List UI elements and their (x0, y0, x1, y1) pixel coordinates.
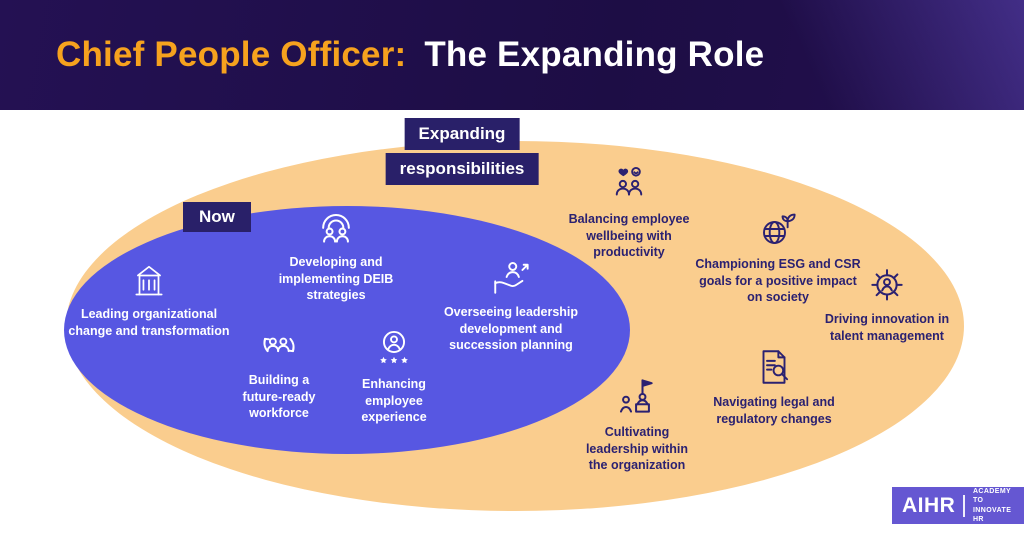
expanding-responsibilities-badge: Expanding responsibilities (385, 118, 539, 185)
building-icon (130, 262, 168, 300)
list-item: Enhancing employee experience (350, 328, 438, 426)
title-highlight: Chief People Officer: (56, 35, 407, 74)
badge-line: responsibilities (385, 153, 539, 185)
list-item: Driving innovation in talent management (823, 261, 951, 344)
talent-gear-person-icon (865, 261, 909, 305)
list-item: Cultivating leadership within the organi… (577, 374, 697, 474)
now-ellipse (64, 206, 630, 454)
header-banner: Chief People Officer: The Expanding Role (0, 0, 1024, 110)
page-title: Chief People Officer: The Expanding Role (56, 35, 764, 75)
leadership-flag-icon (615, 374, 659, 418)
item-label: Leading organizational change and transf… (68, 307, 230, 338)
list-item: Balancing employee wellbeing with produc… (560, 163, 698, 261)
item-label: Overseeing leadership development and su… (443, 305, 579, 352)
logo-divider (963, 494, 965, 517)
list-item: Championing ESG and CSR goals for a posi… (694, 208, 862, 306)
logo-brand: AIHR (902, 493, 956, 517)
list-item: Navigating legal and regulatory changes (700, 346, 848, 427)
item-label: Navigating legal and regulatory changes (713, 395, 835, 426)
logo-tagline: ACADEMY TO INNOVATE HR (973, 487, 1014, 525)
item-label: Balancing employee wellbeing with produc… (568, 212, 690, 259)
item-label: Championing ESG and CSR goals for a posi… (695, 257, 861, 304)
legal-document-magnifier-icon (753, 346, 795, 388)
badge-line: Expanding (404, 118, 520, 150)
list-item: Overseeing leadership development and su… (435, 256, 587, 354)
item-label: Enhancing employee experience (361, 377, 427, 424)
title-rest: The Expanding Role (424, 35, 765, 74)
item-label: Building a future-ready workforce (242, 373, 316, 420)
leadership-development-icon (490, 256, 532, 298)
employee-experience-icon (373, 328, 415, 370)
item-label: Developing and implementing DEIB strateg… (278, 255, 394, 302)
item-label: Driving innovation in talent management (824, 312, 950, 343)
list-item: Leading organizational change and transf… (66, 262, 232, 339)
esg-globe-plant-icon (757, 208, 799, 250)
aihr-logo: AIHR ACADEMY TO INNOVATE HR (892, 487, 1024, 524)
logo-tagline-line: ACADEMY TO (972, 487, 1012, 505)
workforce-refresh-icon (258, 324, 300, 366)
list-item: Building a future-ready workforce (231, 324, 327, 422)
item-label: Cultivating leadership within the organi… (585, 425, 689, 472)
logo-tagline-line: INNOVATE HR (972, 506, 1012, 523)
wellbeing-people-icon (608, 163, 650, 205)
deib-rainbow-people-icon (314, 204, 358, 248)
list-item: Developing and implementing DEIB strateg… (270, 204, 402, 304)
now-badge: Now (183, 202, 251, 232)
